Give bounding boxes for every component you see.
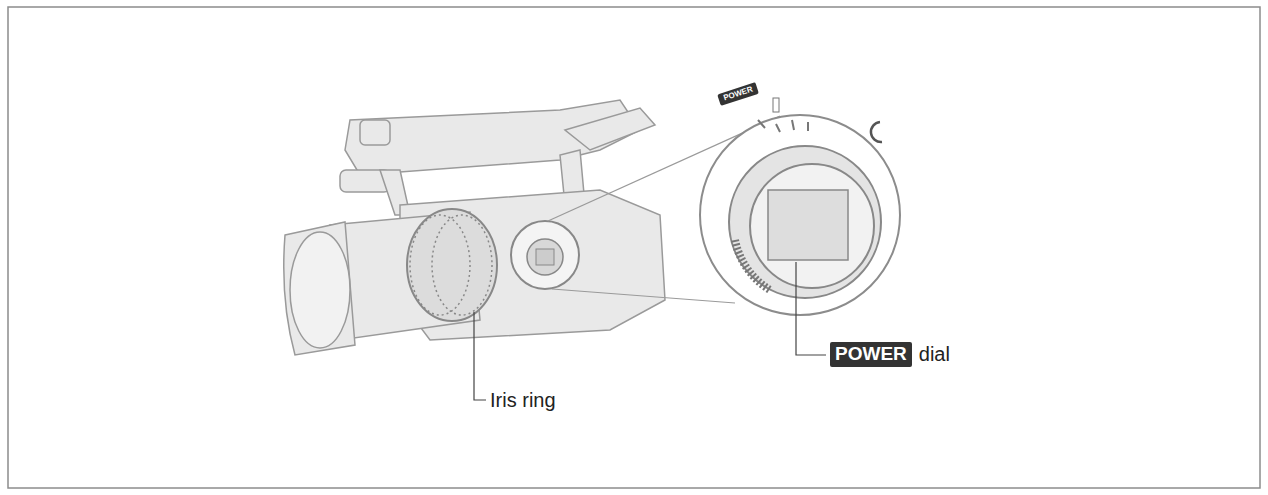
part-name: dial — [919, 342, 950, 366]
zoom-view — [700, 98, 900, 315]
leader-line — [474, 312, 486, 400]
part-name-badge: POWER — [830, 342, 912, 367]
part-name: Iris ring — [490, 388, 556, 412]
zoom-line — [552, 289, 735, 303]
iris-ring — [407, 209, 497, 321]
leader-line — [796, 262, 826, 355]
dial-marker — [511, 221, 579, 289]
frame — [8, 7, 1260, 488]
dial-marking: POWER — [717, 82, 759, 105]
